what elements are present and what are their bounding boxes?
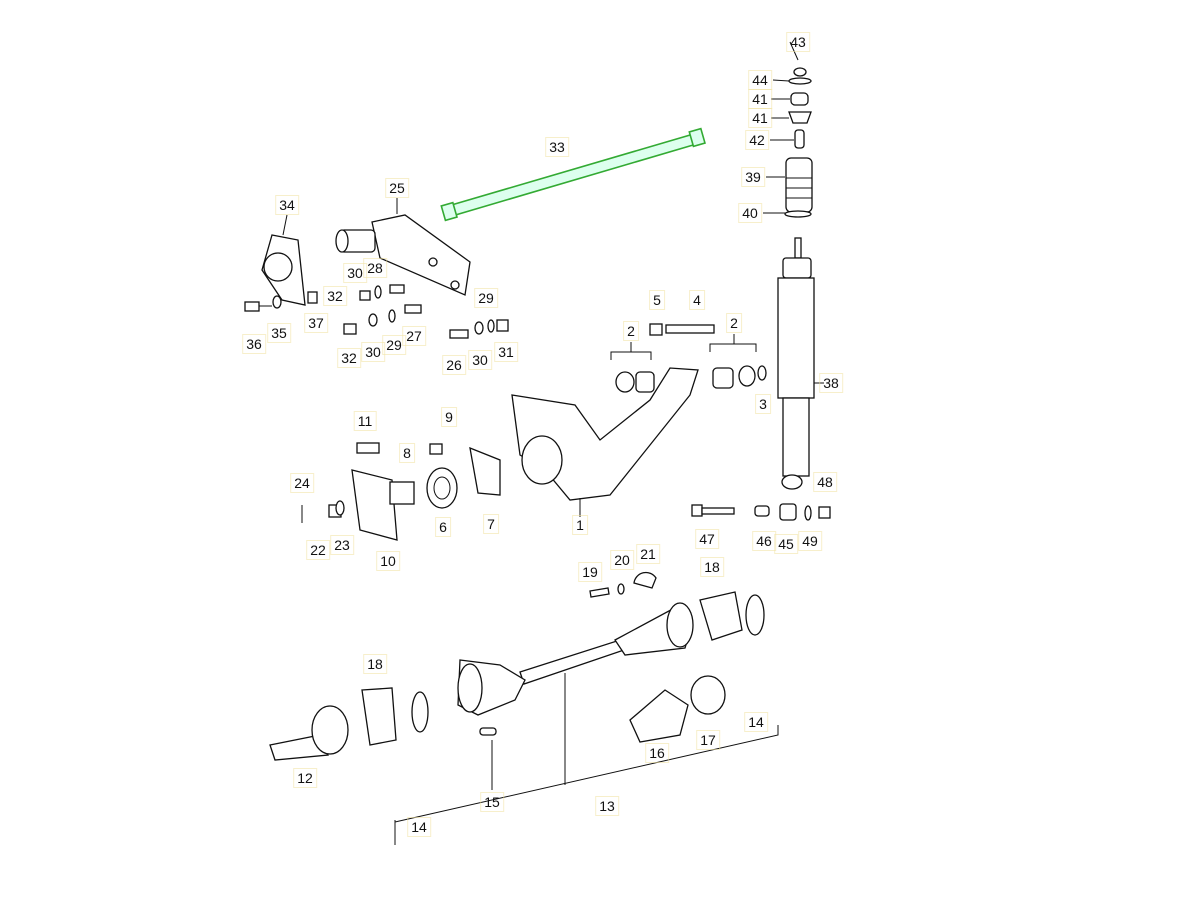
- bushings: [610, 323, 767, 393]
- callout-part-18[interactable]: 18: [363, 654, 387, 674]
- callout-part-24[interactable]: 24: [290, 473, 314, 493]
- callout-part-19[interactable]: 19: [578, 562, 602, 582]
- callout-part-27[interactable]: 27: [402, 326, 426, 346]
- callout-part-49[interactable]: 49: [798, 531, 822, 551]
- lower-shock-hardware: [691, 503, 831, 521]
- callout-part-44[interactable]: 44: [748, 70, 772, 90]
- wheel-hub-group: [301, 442, 501, 541]
- callout-part-14[interactable]: 14: [744, 712, 768, 732]
- callout-part-37[interactable]: 37: [304, 313, 328, 333]
- callout-part-29[interactable]: 29: [474, 288, 498, 308]
- trailing-arm: [511, 367, 699, 517]
- callout-part-23[interactable]: 23: [330, 535, 354, 555]
- callout-part-14[interactable]: 14: [407, 817, 431, 837]
- callout-part-17[interactable]: 17: [696, 730, 720, 750]
- callout-part-35[interactable]: 35: [267, 323, 291, 343]
- callout-part-32[interactable]: 32: [337, 348, 361, 368]
- callout-part-30[interactable]: 30: [468, 350, 492, 370]
- callout-part-46[interactable]: 46: [752, 531, 776, 551]
- callout-part-7[interactable]: 7: [483, 514, 499, 534]
- callout-part-2[interactable]: 2: [726, 313, 742, 333]
- callout-part-28[interactable]: 28: [363, 258, 387, 278]
- callout-part-18[interactable]: 18: [700, 557, 724, 577]
- callout-part-25[interactable]: 25: [385, 178, 409, 198]
- callout-part-3[interactable]: 3: [755, 394, 771, 414]
- callout-part-40[interactable]: 40: [738, 203, 762, 223]
- callout-part-10[interactable]: 10: [376, 551, 400, 571]
- callout-part-15[interactable]: 15: [480, 792, 504, 812]
- bolts-nuts-washers: [244, 284, 509, 339]
- callout-part-20[interactable]: 20: [610, 550, 634, 570]
- callout-part-6[interactable]: 6: [435, 517, 451, 537]
- cover-bracket: [261, 214, 306, 306]
- callout-part-39[interactable]: 39: [741, 167, 765, 187]
- callout-part-13[interactable]: 13: [595, 796, 619, 816]
- callout-part-26[interactable]: 26: [442, 355, 466, 375]
- shock-absorber: [777, 237, 824, 490]
- callout-part-5[interactable]: 5: [649, 290, 665, 310]
- callout-part-45[interactable]: 45: [774, 534, 798, 554]
- callout-part-30[interactable]: 30: [361, 342, 385, 362]
- callout-part-16[interactable]: 16: [645, 743, 669, 763]
- callout-part-11[interactable]: 11: [353, 411, 377, 431]
- shock-mount-parts: [763, 41, 813, 218]
- callout-part-47[interactable]: 47: [695, 529, 719, 549]
- callout-part-21[interactable]: 21: [636, 544, 660, 564]
- callout-part-41[interactable]: 41: [748, 108, 772, 128]
- callout-part-22[interactable]: 22: [306, 540, 330, 560]
- callout-part-12[interactable]: 12: [293, 768, 317, 788]
- callout-part-38[interactable]: 38: [819, 373, 843, 393]
- torsion-bar: [440, 127, 706, 222]
- callout-part-8[interactable]: 8: [399, 443, 415, 463]
- callout-part-30[interactable]: 30: [343, 263, 367, 283]
- callout-part-33[interactable]: 33: [545, 137, 569, 157]
- drive-shaft: [269, 571, 779, 845]
- callout-part-41[interactable]: 41: [748, 89, 772, 109]
- callout-part-34[interactable]: 34: [275, 195, 299, 215]
- callout-part-9[interactable]: 9: [441, 407, 457, 427]
- callout-part-31[interactable]: 31: [494, 342, 518, 362]
- callout-part-4[interactable]: 4: [689, 290, 705, 310]
- callout-part-42[interactable]: 42: [745, 130, 769, 150]
- spring-plate: [335, 198, 471, 296]
- callout-part-1[interactable]: 1: [572, 515, 588, 535]
- callout-part-48[interactable]: 48: [813, 472, 837, 492]
- callout-part-43[interactable]: 43: [786, 32, 810, 52]
- callout-part-2[interactable]: 2: [623, 321, 639, 341]
- callout-part-36[interactable]: 36: [242, 334, 266, 354]
- callout-part-32[interactable]: 32: [323, 286, 347, 306]
